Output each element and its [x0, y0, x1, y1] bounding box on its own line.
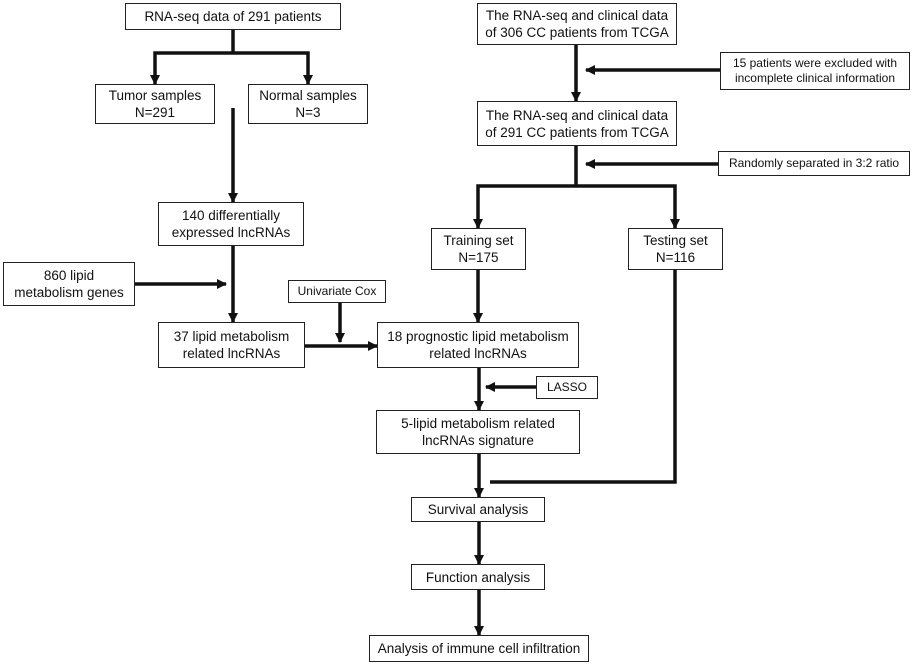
box-testing-set: Testing set N=116 [628, 228, 723, 270]
box-line: 18 prognostic lipid metabolism [387, 329, 569, 344]
box-line: Univariate Cox [297, 284, 377, 298]
box-line: metabolism genes [14, 285, 124, 300]
box-line: Testing set [643, 233, 708, 248]
connector-rnaseq-split [153, 30, 310, 80]
box-lipid-37: 37 lipid metabolism related lncRNAs [158, 322, 305, 368]
box-tumor-samples: Tumor samples N=291 [95, 84, 215, 124]
box-lasso: LASSO [536, 376, 598, 399]
box-line: related lncRNAs [429, 346, 527, 361]
box-line: LASSO [546, 380, 588, 394]
box-line: N=3 [295, 105, 321, 120]
box-signature-5: 5-lipid metabolism related lncRNAs signa… [376, 410, 580, 454]
box-deg-140: 140 differentially expressed lncRNAs [158, 202, 304, 246]
box-line: N=175 [458, 250, 499, 265]
box-line: Function analysis [425, 569, 531, 585]
box-line: 37 lipid metabolism [173, 329, 290, 344]
box-prognostic-18: 18 prognostic lipid metabolism related l… [377, 322, 579, 368]
box-training-set: Training set N=175 [431, 228, 526, 270]
box-line: Normal samples [259, 88, 357, 103]
box-normal-samples: Normal samples N=3 [248, 84, 368, 124]
box-line: 5-lipid metabolism related [401, 416, 555, 431]
box-line: N=116 [655, 250, 696, 265]
box-line: related lncRNAs [182, 346, 281, 361]
box-survival-analysis: Survival analysis [411, 497, 545, 522]
box-line: of 291 CC patients from TCGA [485, 124, 669, 140]
box-rnaseq-291: RNA-seq data of 291 patients [125, 3, 341, 30]
box-function-analysis: Function analysis [411, 564, 545, 590]
box-line: of 306 CC patients from TCGA [485, 25, 669, 40]
box-line: expressed lncRNAs [171, 225, 291, 240]
box-line: Survival analysis [427, 502, 529, 517]
box-tcga-306: The RNA-seq and clinical data of 306 CC … [477, 3, 677, 45]
box-immune-infiltration: Analysis of immune cell infiltration [369, 635, 589, 662]
box-line: N=291 [134, 105, 176, 120]
box-line: lncRNAs signature [422, 433, 534, 448]
box-line: Tumor samples [108, 88, 202, 103]
box-random-split: Randomly separated in 3:2 ratio [718, 151, 910, 176]
box-line: 15 patients were excluded with [732, 56, 898, 70]
box-line: 860 lipid [43, 268, 95, 283]
box-univariate-cox: Univariate Cox [288, 280, 386, 303]
connector-testing-down [490, 270, 677, 484]
box-line: 140 differentially [181, 208, 281, 223]
box-line: The RNA-seq and clinical data [485, 8, 669, 23]
box-line: Analysis of immune cell infiltration [377, 641, 581, 656]
box-excluded-15: 15 patients were excluded with incomplet… [720, 52, 910, 90]
box-tcga-291: The RNA-seq and clinical data of 291 CC … [477, 101, 677, 146]
connector-tcga291-split [476, 146, 677, 226]
box-line: Training set [443, 233, 514, 248]
box-lipid-genes-860: 860 lipid metabolism genes [3, 262, 135, 306]
box-line: Randomly separated in 3:2 ratio [728, 156, 900, 170]
box-line: RNA-seq data of 291 patients [144, 9, 322, 24]
box-line: The RNA-seq and clinical data [485, 107, 669, 123]
box-line: incomplete clinical information [734, 71, 896, 85]
